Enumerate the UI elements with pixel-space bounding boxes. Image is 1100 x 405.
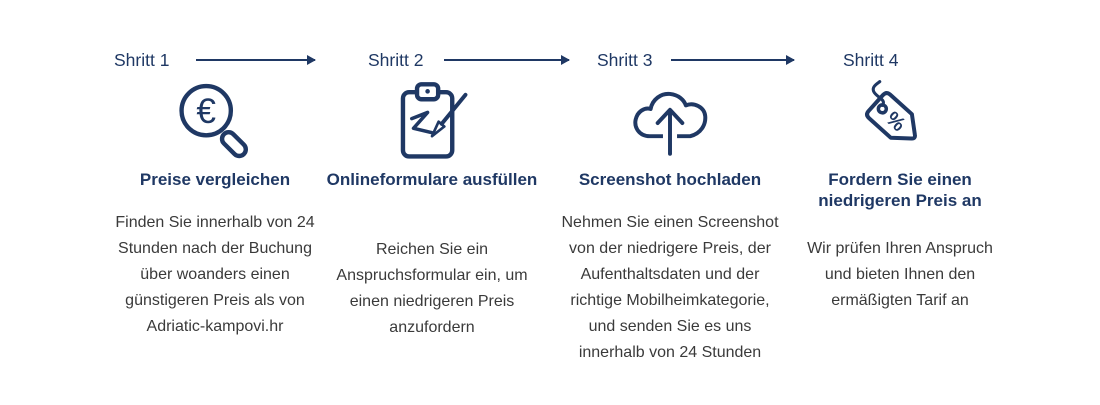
step-3-label: Shritt 3 <box>597 50 653 70</box>
step-1-description: Finden Sie innerhalb von 24 Stunden nach… <box>115 214 315 335</box>
arrow-step2-to-step3 <box>444 55 570 65</box>
svg-text:€: € <box>196 92 216 131</box>
step-1-column: € Preise vergleichen Finden Sie innerhal… <box>85 0 345 405</box>
step-2-label: Shritt 2 <box>368 50 424 70</box>
step-3-title: Screenshot hochladen <box>578 170 762 189</box>
step-2-title: Onlineformulare ausfüllen <box>326 170 538 189</box>
cloud-upload-icon <box>550 79 790 167</box>
step-3-description: Nehmen Sie einen Screenshot von der nied… <box>561 214 779 361</box>
step-2-description: Reichen Sie ein Anspruchsformular ein, u… <box>336 241 528 336</box>
step-4-column: % Fordern Sie einen niedrigeren Preis an… <box>785 0 1015 405</box>
step-4-label: Shritt 4 <box>843 50 899 70</box>
step-3-column: Screenshot hochladen Nehmen Sie einen Sc… <box>550 0 790 405</box>
price-tag-percent-icon: % <box>785 79 1015 167</box>
step-4-title: Fordern Sie einen niedrigeren Preis an <box>818 170 982 210</box>
arrow-step3-to-step4 <box>671 55 795 65</box>
step-1-title: Preise vergleichen <box>139 170 291 189</box>
step-4-description: Wir prüfen Ihren Anspruch und bieten Ihn… <box>807 240 993 309</box>
arrow-step1-to-step2 <box>196 55 316 65</box>
step-1-label: Shritt 1 <box>114 50 170 70</box>
clipboard-pen-icon <box>320 79 544 167</box>
magnifier-euro-icon: € <box>85 79 345 167</box>
step-2-column: Onlineformulare ausfüllen Reichen Sie ei… <box>320 0 544 405</box>
